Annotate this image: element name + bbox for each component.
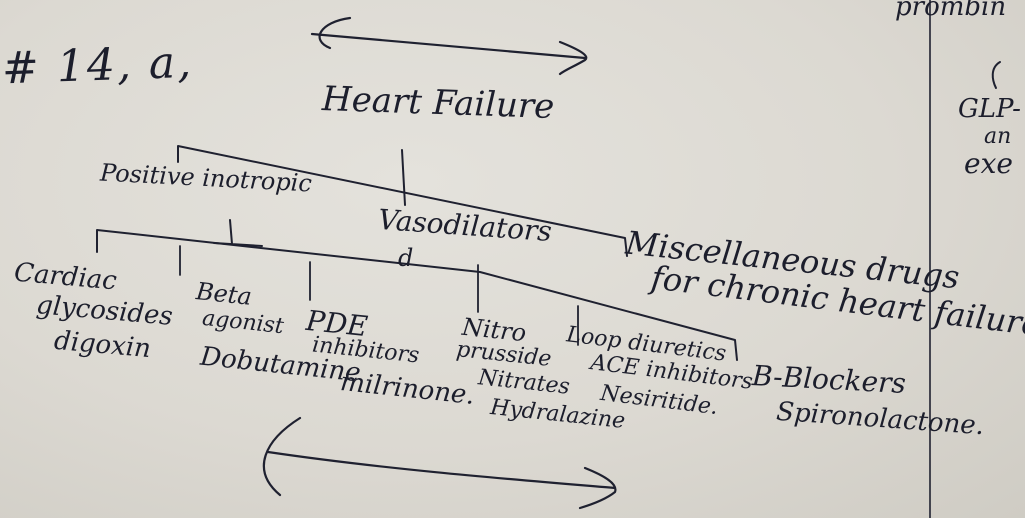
sub-bracket <box>96 229 738 361</box>
side-note-3: exe <box>964 147 1013 180</box>
root-bracket <box>177 145 628 257</box>
top-right-fragment: prombin <box>895 0 1007 22</box>
leaf-beta: Beta <box>194 277 254 311</box>
root-title: Heart Failure <box>321 78 555 128</box>
side-note-1: GLP- <box>958 94 1021 124</box>
top-double-arrow <box>310 16 588 76</box>
leaf-beta-blockers: B-Blockers <box>751 358 907 401</box>
leaf-digoxin: digoxin <box>52 325 153 365</box>
side-bracket <box>991 61 1001 89</box>
bottom-double-arrow <box>262 416 617 510</box>
branch-vasodilators-mark: d <box>398 244 414 272</box>
question-number: # 14, a, <box>1 36 194 95</box>
positive-inotropic-stem <box>213 219 263 247</box>
root-stem <box>401 149 406 206</box>
side-note-2: an <box>984 124 1012 149</box>
